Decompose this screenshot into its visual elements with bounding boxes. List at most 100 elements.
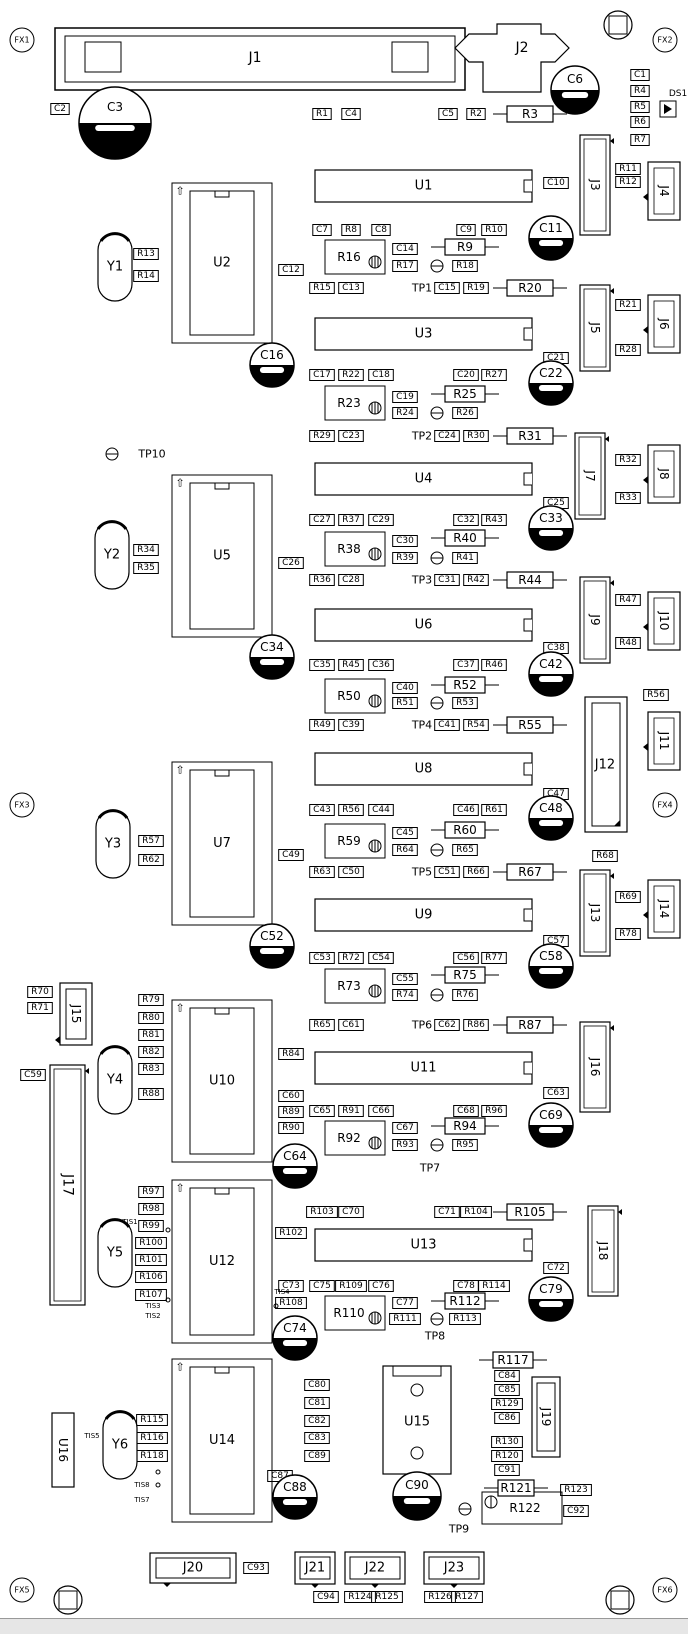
part-r78: R78 (615, 928, 641, 940)
part-r95: R95 (452, 1139, 478, 1151)
part-r39: R39 (392, 552, 418, 564)
part-c19: C19 (392, 391, 418, 403)
ref-c61: C61 (342, 1020, 360, 1030)
ref-r17: R17 (396, 261, 414, 271)
resistor-r65 (430, 843, 444, 857)
ref-c45: C45 (396, 828, 414, 838)
mount-hole (53, 1585, 83, 1615)
ref-c50: C50 (342, 867, 360, 877)
part-r93: R93 (392, 1139, 418, 1151)
ref-r76: R76 (456, 990, 474, 1000)
part-c94: C94 (313, 1591, 339, 1603)
ref-c51: C51 (438, 867, 456, 877)
ref-r2: R2 (470, 109, 482, 119)
ref-j20: J20 (182, 1561, 203, 1576)
ref-r29: R29 (313, 431, 331, 441)
resistor-r105: R105 (493, 1203, 567, 1221)
resistor-r44: R44 (493, 571, 567, 589)
part-r114: R114 (478, 1280, 510, 1292)
ref-r8: R8 (345, 225, 357, 235)
part-c85: C85 (494, 1384, 520, 1396)
ref-u2: U2 (213, 256, 231, 271)
ref-r99: R99 (142, 1221, 160, 1231)
ref-j13: J13 (588, 903, 602, 923)
resistor-r55: R55 (493, 716, 567, 734)
ref-r16: R16 (337, 250, 361, 264)
ref-c42: C42 (539, 657, 563, 671)
ref-r20: R20 (518, 281, 542, 295)
testpoint-tp9: TP9 (448, 1502, 472, 1536)
pin1-marker: ⇧ (175, 477, 184, 490)
testpoint-tp7: TP7 (419, 1162, 440, 1175)
connector-j3: J3 (579, 134, 614, 236)
testpoint-tp1: TP1 (411, 282, 432, 295)
ref-r62: R62 (142, 855, 160, 865)
part-r65: R65 (452, 844, 478, 856)
trimmer-r122: R122 (481, 1491, 563, 1525)
ref-r86: R86 (467, 1020, 485, 1030)
part-c44: C44 (368, 804, 394, 816)
ref-r24: R24 (396, 408, 414, 418)
ref-u16: U16 (56, 1438, 70, 1462)
ref-r77: R77 (485, 953, 503, 963)
capacitor-c11: C11 (528, 215, 574, 261)
ref-c3: C3 (107, 100, 123, 114)
connector-j8: J8 (643, 444, 681, 504)
ref-r33: R33 (619, 493, 637, 503)
ref-r25: R25 (453, 387, 477, 401)
ref-u7: U7 (213, 836, 231, 851)
part-r116: R116 (136, 1432, 168, 1444)
ref-r130: R130 (495, 1437, 519, 1447)
part-r89: R89 (278, 1106, 304, 1118)
connector-j2: J2 (454, 23, 570, 93)
part-c67: C67 (392, 1122, 418, 1134)
ref-c16: C16 (260, 348, 284, 362)
connector-j7: J7 (574, 432, 609, 520)
part-r42: R42 (463, 574, 489, 586)
ref-r102: R102 (279, 1228, 302, 1238)
ic-u8: U8 (314, 752, 533, 786)
part-r45: R45 (338, 659, 364, 671)
ref-y6: Y6 (111, 1438, 128, 1453)
capacitor-c90: C90 (392, 1471, 442, 1521)
ref-j21: J21 (304, 1561, 325, 1576)
testpoint-tp6: TP6 (411, 1019, 432, 1032)
connector-j6: J6 (643, 294, 681, 354)
ref-r104: R104 (464, 1207, 488, 1217)
ref-r95: R95 (456, 1140, 474, 1150)
ref-c5: C5 (442, 109, 454, 119)
ref-r80: R80 (142, 1013, 160, 1023)
ref-c31: C31 (438, 575, 456, 585)
ref-j9: J9 (588, 613, 602, 625)
part-c7: C7 (312, 224, 332, 236)
ref-r61: R61 (485, 805, 503, 815)
resistor-r112: R112 (431, 1292, 499, 1310)
ref-tp6: TP6 (411, 1019, 432, 1032)
ref-r73: R73 (337, 979, 361, 993)
part-r22: R22 (338, 369, 364, 381)
part-r10: R10 (481, 224, 507, 236)
part-r13: R13 (133, 248, 159, 260)
part-c63: C63 (543, 1087, 569, 1099)
part-c83: C83 (304, 1432, 330, 1444)
testpoint-tp2: TP2 (411, 430, 432, 443)
resistor-r41 (430, 551, 444, 565)
ref-r14: R14 (137, 271, 155, 281)
ref-c39: C39 (342, 720, 360, 730)
part-r41: R41 (452, 552, 478, 564)
part-r120: R120 (491, 1450, 523, 1462)
connector-j23: J23 (423, 1551, 485, 1588)
ref-r64: R64 (396, 845, 414, 855)
connector-j10: J10 (643, 591, 681, 651)
ref-c7: C7 (316, 225, 328, 235)
trimmer-r59: R59 (324, 823, 386, 859)
part-r113: R113 (449, 1313, 481, 1325)
part-r103: R103 (306, 1206, 338, 1218)
testpoint-tp3: TP3 (411, 574, 432, 587)
capacitor-c74: C74 (272, 1315, 318, 1361)
part-r82: R82 (138, 1046, 164, 1058)
ref-r53: R53 (456, 698, 474, 708)
trimmer-r110: R110 (324, 1295, 386, 1331)
tis1-label: TIS1 (121, 1218, 137, 1226)
ref-c67: C67 (396, 1123, 414, 1133)
